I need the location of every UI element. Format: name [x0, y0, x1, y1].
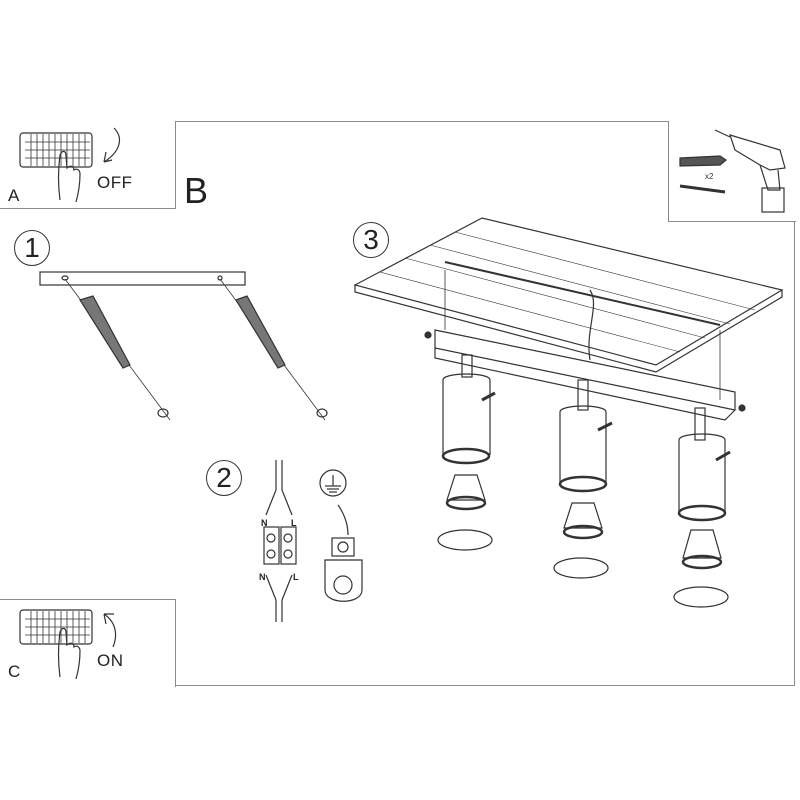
panel-c-power-on [0, 599, 176, 687]
screw-icon [219, 278, 328, 421]
panel-a-power-off [0, 121, 176, 209]
screw-icon [64, 278, 171, 421]
power-off-label: OFF [97, 173, 133, 192]
ground-icon [319, 469, 347, 497]
spotlight-1 [437, 354, 496, 551]
spotlight-3 [673, 407, 731, 608]
wire-label-l-bottom: L [293, 572, 299, 582]
terminal-block [263, 460, 297, 622]
drill-icon [714, 129, 786, 213]
fixture-bar [434, 329, 736, 421]
mounting-bracket [39, 271, 246, 286]
hand-icon [57, 150, 81, 203]
wire-label-n-bottom: N [259, 572, 266, 582]
power-on-label: ON [97, 651, 124, 670]
screw-icon [679, 184, 726, 194]
arrow-up-icon [103, 613, 117, 648]
earth-terminal [324, 537, 363, 602]
section-b-letter: B [184, 170, 209, 211]
diagram-frame [0, 121, 795, 686]
hand-icon [57, 627, 81, 680]
circuit-breaker-icon [19, 609, 93, 645]
circuit-breaker-icon [19, 132, 93, 168]
bracket-hole [217, 275, 223, 281]
panel-a-letter: A [8, 186, 20, 205]
arrow-down-icon [103, 127, 121, 163]
bracket-hole [61, 275, 69, 281]
ceiling-plate [353, 217, 784, 373]
step-2-badge: 2 [206, 460, 242, 496]
power-cable [588, 289, 595, 361]
earth-wire [337, 504, 349, 536]
wire-label-l-top: L [291, 518, 297, 528]
step-1-badge: 1 [14, 230, 50, 266]
spotlight-2 [553, 379, 613, 579]
panel-tools [668, 121, 796, 222]
panel-c-letter: C [8, 662, 21, 681]
step-3-badge: 3 [353, 222, 389, 258]
wall-plug-icon [679, 155, 728, 167]
quantity-label: x2 [705, 172, 714, 181]
wire-label-n-top: N [261, 518, 268, 528]
